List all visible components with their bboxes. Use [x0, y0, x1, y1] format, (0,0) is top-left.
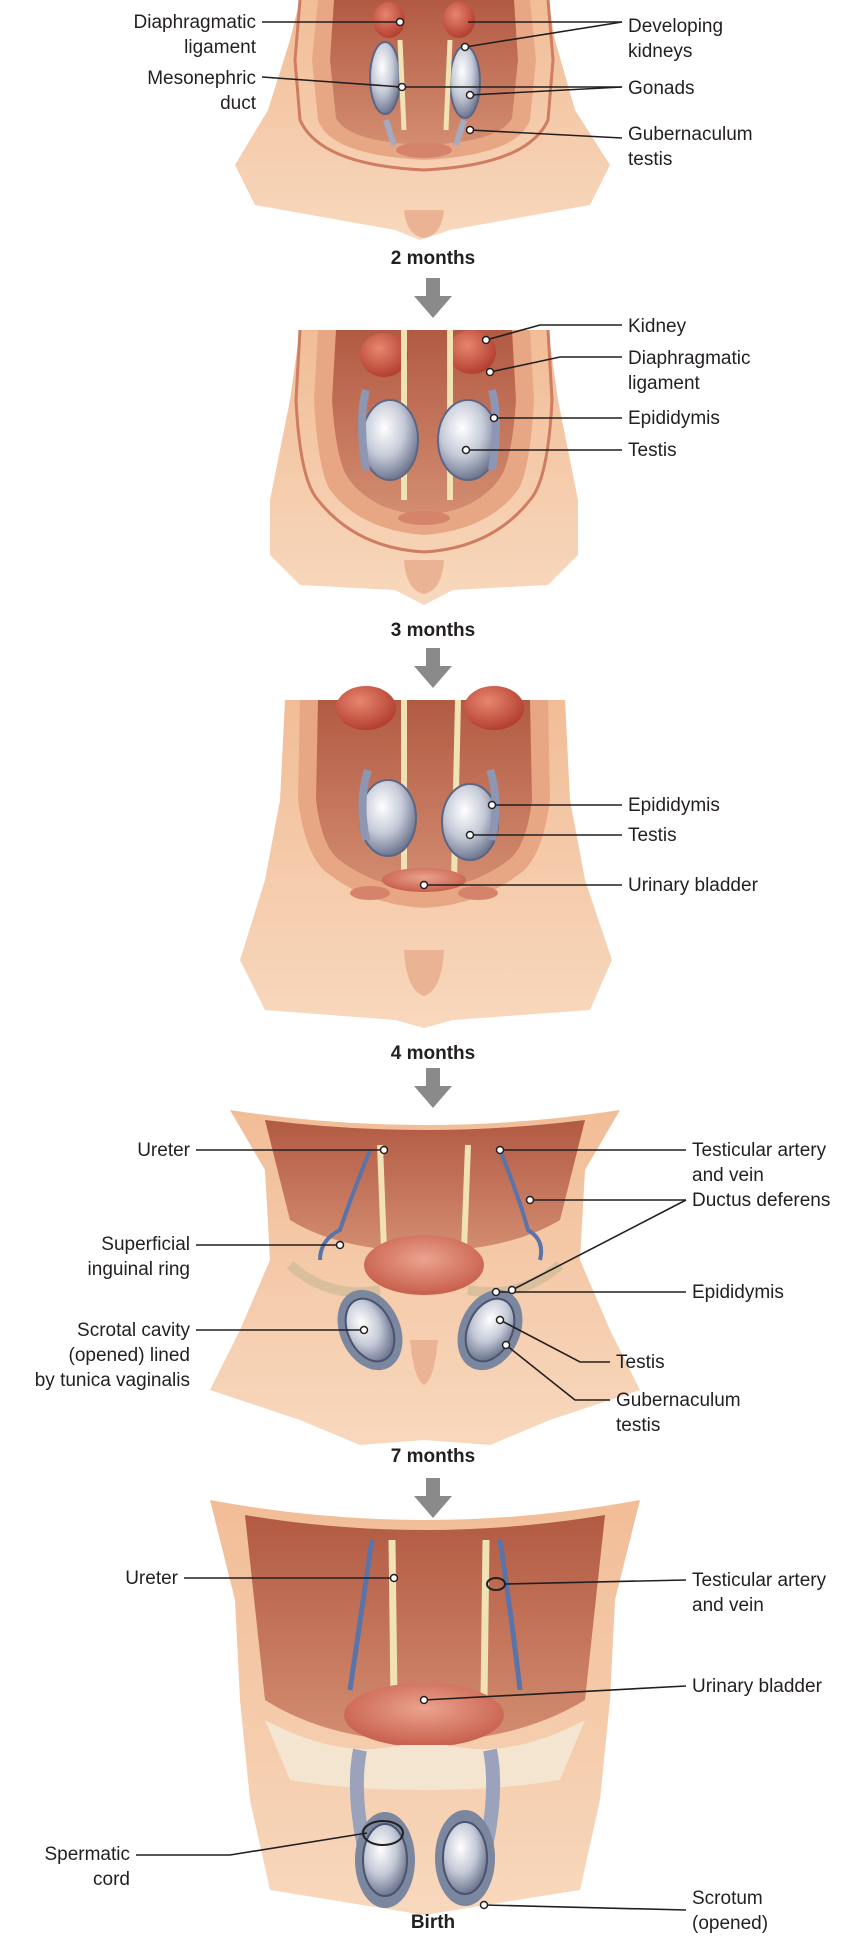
label-s2-diaphragmatic-ligament: Diaphragmatic ligament [628, 346, 828, 396]
caption-birth: Birth [333, 1912, 533, 1934]
label-s1-gonads: Gonads [628, 76, 828, 101]
label-s4-ductus-deferens: Ductus deferens [692, 1188, 860, 1213]
arrow-2 [414, 648, 452, 688]
label-s4-testicular-artery-vein: Testicular artery and vein [692, 1138, 860, 1188]
label-s4-ureter: Ureter [20, 1138, 190, 1163]
label-s5-urinary-bladder: Urinary bladder [692, 1674, 860, 1699]
label-s5-spermatic-cord: Spermatic cord [0, 1842, 130, 1892]
label-s4-testis: Testis [616, 1350, 816, 1375]
stage-3-figure [240, 686, 612, 1028]
label-s4-gubernaculum-testis: Gubernaculum testis [616, 1388, 816, 1438]
arrow-4 [414, 1478, 452, 1518]
stage-5-figure [210, 1500, 640, 1915]
label-s4-scrotal-cavity: Scrotal cavity (opened) lined by tunica … [0, 1318, 190, 1393]
label-s1-mesonephric-duct: Mesonephric duct [60, 66, 256, 116]
label-s2-epididymis: Epididymis [628, 406, 828, 431]
caption-2-months: 2 months [333, 248, 533, 270]
label-s5-ureter: Ureter [20, 1566, 178, 1591]
caption-7-months: 7 months [333, 1446, 533, 1468]
label-s1-diaphragmatic-ligament: Diaphragmatic ligament [60, 10, 256, 60]
stage-1-figure [235, 0, 610, 240]
label-s2-testis: Testis [628, 438, 828, 463]
stage-2-figure [270, 330, 578, 605]
label-s3-testis: Testis [628, 823, 838, 848]
label-s5-testicular-artery-vein: Testicular artery and vein [692, 1568, 860, 1618]
label-s1-developing-kidneys: Developing kidneys [628, 14, 828, 64]
caption-4-months: 4 months [333, 1043, 533, 1065]
stage-4-figure [210, 1110, 640, 1445]
arrow-1 [414, 278, 452, 318]
label-s5-scrotum: Scrotum (opened) [692, 1886, 860, 1936]
arrow-3 [414, 1068, 452, 1108]
label-s1-gubernaculum-testis: Gubernaculum testis [628, 122, 828, 172]
label-s4-epididymis: Epididymis [692, 1280, 860, 1305]
caption-3-months: 3 months [333, 620, 533, 642]
label-s2-kidney: Kidney [628, 314, 828, 339]
label-s4-superficial-inguinal-ring: Superficial inguinal ring [20, 1232, 190, 1282]
label-s3-epididymis: Epididymis [628, 793, 838, 818]
label-s3-urinary-bladder: Urinary bladder [628, 873, 838, 898]
